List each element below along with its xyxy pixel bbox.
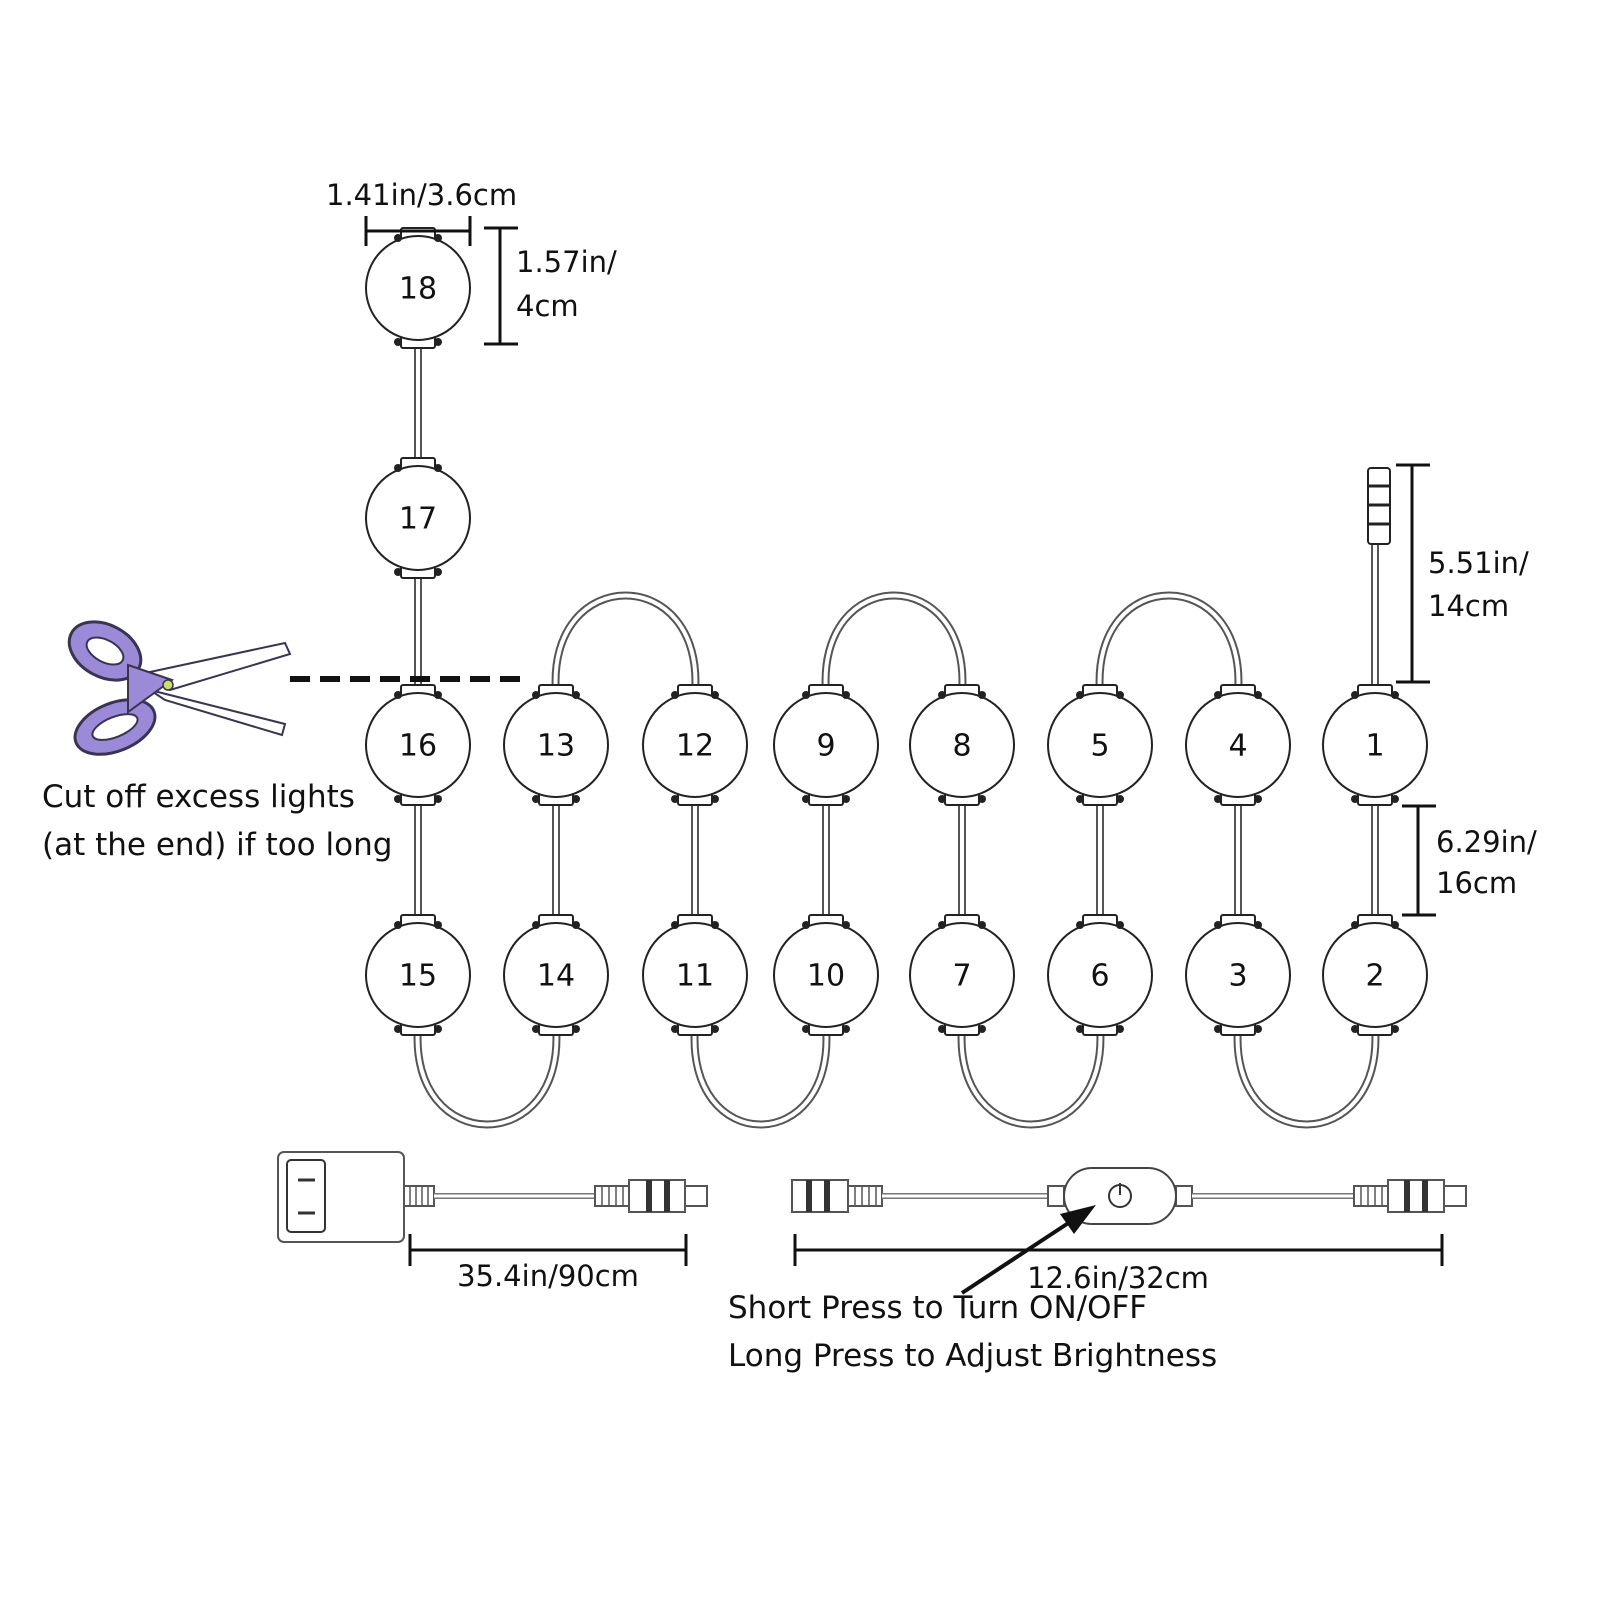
bulb-label: 8: [952, 729, 971, 764]
bulb-label: 5: [1090, 729, 1109, 764]
end-connector: [1367, 467, 1391, 545]
bulb-10: 10: [773, 914, 879, 1036]
bulb-11: 11: [642, 914, 748, 1036]
switch-arrow: [960, 1205, 1096, 1295]
bulb-label: 9: [816, 729, 835, 764]
bulb-label: 4: [1228, 729, 1247, 764]
bulb-width-label: 1.41in/3.6cm: [326, 178, 517, 212]
bulb-label: 12: [676, 729, 714, 764]
bulb-3: 3: [1185, 914, 1291, 1036]
bulb-14: 14: [503, 914, 609, 1036]
bulb-label: 7: [952, 959, 971, 994]
wire-network: [413, 336, 1380, 1129]
bulb-label: 16: [399, 729, 437, 764]
wire-loop-8-9: [821, 591, 967, 697]
bulb-6: 6: [1047, 914, 1153, 1036]
bulb-16: 16: [365, 684, 471, 806]
wire-loop-2-3: [1233, 1023, 1380, 1129]
spacing-label-1: 6.29in/: [1436, 825, 1537, 859]
bulb-label: 6: [1090, 959, 1109, 994]
wire-loop-12-13: [551, 591, 700, 697]
bulb-15: 15: [365, 914, 471, 1036]
bulb-label: 11: [676, 959, 714, 994]
wire-loop-14-15: [413, 1023, 561, 1129]
bulb-label: 17: [399, 502, 437, 537]
bulb-7: 7: [909, 914, 1015, 1036]
adapter-cable-label: 35.4in/90cm: [457, 1259, 639, 1293]
switch-cable: [791, 1179, 1467, 1213]
bulb-label: 1: [1365, 729, 1384, 764]
bulb-2: 2: [1322, 914, 1428, 1036]
bulb-13: 13: [503, 684, 609, 806]
bulb-height-label-1: 1.57in/: [516, 245, 617, 279]
spacing-label-2: 16cm: [1436, 866, 1517, 900]
lead-length-label-1: 5.51in/: [1428, 546, 1529, 580]
bulb-label: 3: [1228, 959, 1247, 994]
cut-note-line2: (at the end) if too long: [42, 827, 392, 863]
bulb-1: 1: [1322, 684, 1428, 806]
bulb-height-dimension: 1.57in/ 4cm: [484, 226, 617, 346]
bulb-9: 9: [773, 684, 879, 806]
switch-note-line2: Long Press to Adjust Brightness: [728, 1338, 1217, 1374]
bulb-8: 8: [909, 684, 1015, 806]
cut-note-line1: Cut off excess lights: [42, 779, 355, 815]
adapter-cable-dimension: 35.4in/90cm: [408, 1234, 688, 1293]
bulb-label: 15: [399, 959, 437, 994]
wire-loop-4-5: [1095, 591, 1243, 697]
lead-length-label-2: 14cm: [1428, 589, 1509, 623]
bulb-18: 18: [365, 227, 471, 349]
lead-length-dimension: 5.51in/ 14cm: [1396, 463, 1529, 684]
bulb-label: 10: [807, 959, 845, 994]
bulb-label: 13: [537, 729, 575, 764]
bulb-12: 12: [642, 684, 748, 806]
scissors-icon: [67, 620, 292, 756]
wire-loop-6-7: [957, 1023, 1105, 1129]
switch-cable-label: 12.6in/32cm: [1027, 1261, 1209, 1295]
power-adapter: [277, 1151, 708, 1243]
switch-cable-dimension: 12.6in/32cm: [793, 1234, 1444, 1295]
bulb-height-label-2: 4cm: [516, 289, 579, 323]
power-icon: [1108, 1183, 1132, 1208]
bulb-label: 2: [1365, 959, 1384, 994]
bulb-5: 5: [1047, 684, 1153, 806]
bulb-label: 14: [537, 959, 575, 994]
switch-note-line1: Short Press to Turn ON/OFF: [728, 1290, 1147, 1326]
bulb-4: 4: [1185, 684, 1291, 806]
wire-loop-10-11: [690, 1023, 831, 1129]
spacing-dimension: 6.29in/ 16cm: [1402, 804, 1537, 917]
bulb-width-dimension: 1.41in/3.6cm: [326, 178, 517, 246]
bulb-17: 17: [365, 457, 471, 579]
bulb-label: 18: [399, 272, 437, 307]
